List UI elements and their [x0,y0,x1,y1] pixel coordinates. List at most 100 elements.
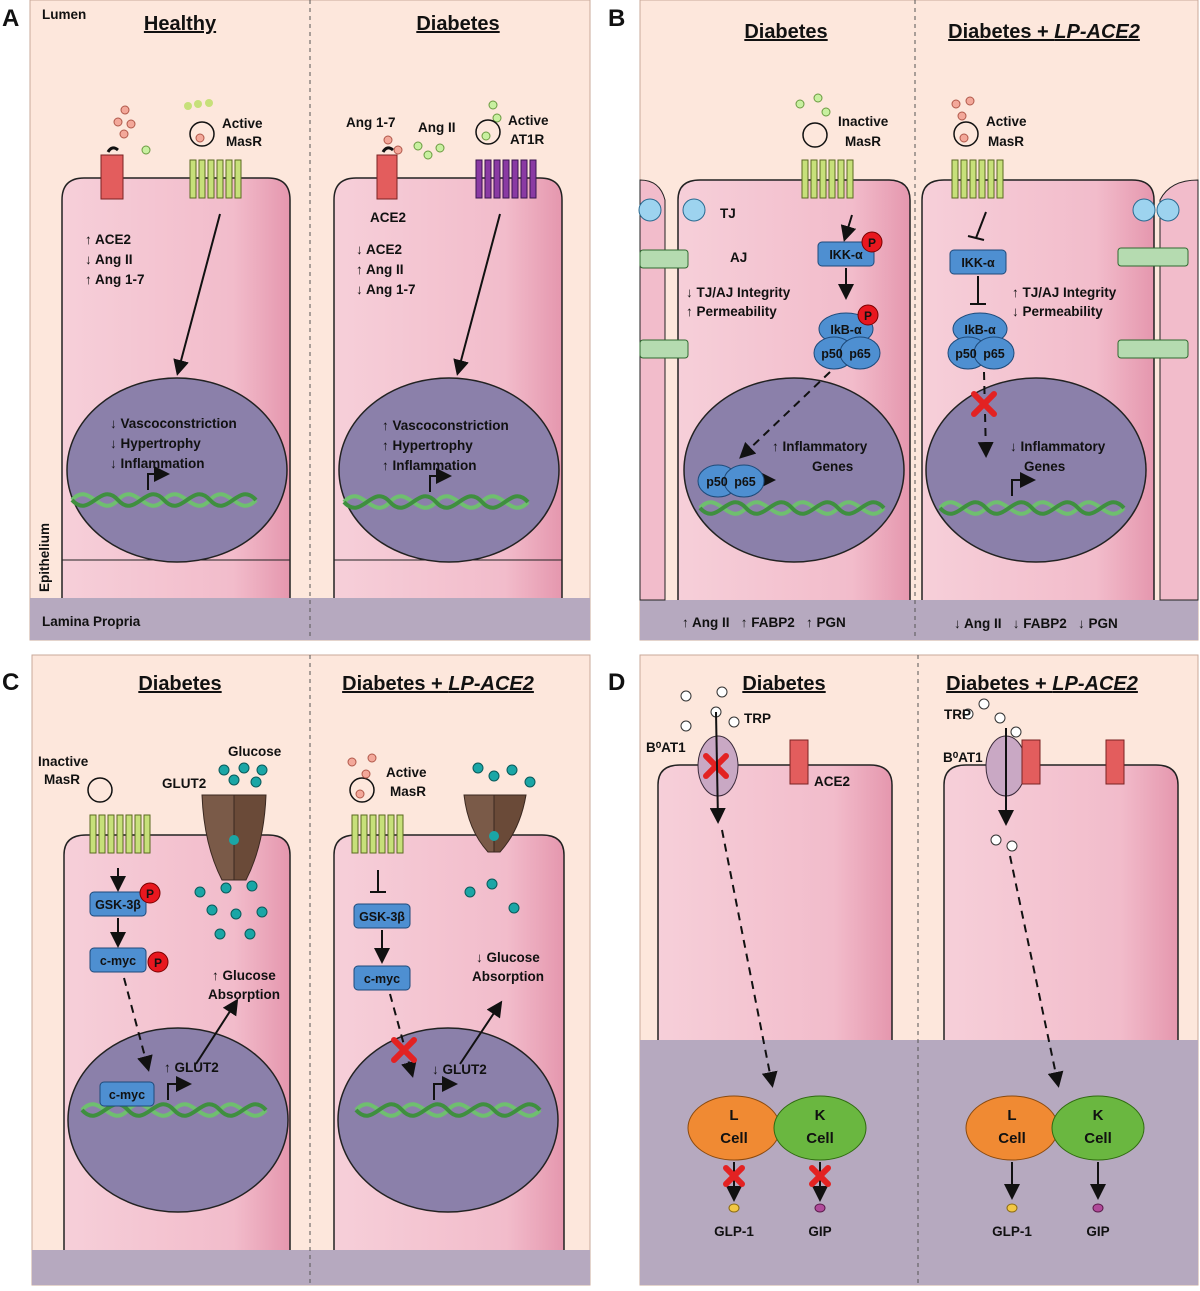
masr-receptor [87,777,151,854]
glucose-label: Glucose [228,744,282,759]
b-left-receptor-1: Inactive [838,114,889,129]
d-right-glp1: GLP-1 [992,1224,1032,1239]
inhibition-x-mark [971,391,997,417]
nuc-p50-label: p50 [706,475,728,489]
phospho-badge [139,882,161,904]
at1r-receptor [475,119,537,199]
ace2-enzyme [1021,739,1041,785]
adherens-junction [639,247,1189,359]
glut2-transporter [201,794,267,881]
panel-d-right-title: Diabetes + LP-ACE2 [946,673,1138,695]
nuclear-p50-p65 [697,464,765,498]
l-cell [965,1095,1059,1161]
phospho-badge [857,304,879,326]
panel-b-left-title: Diabetes [744,21,827,43]
phospho-label-2: P [864,309,872,323]
b-right-receptor-1: Active [986,114,1027,129]
panel-a-diabetes-cell [333,177,563,598]
l-cell [687,1095,781,1161]
k-cell [1051,1095,1145,1161]
a-right-nuc-2: ↑ Hypertrophy [382,438,473,453]
a-left-nuc-1: ↓ Vascoconstriction [110,416,237,431]
ikka-label: IKK-α [829,248,863,262]
inhibition-x-mark [391,1037,417,1063]
p65-label: p65 [849,347,871,361]
glut2-transporter [463,794,527,853]
c-left-absorption-1: ↑ Glucose [212,968,276,983]
glp1-granule [1006,1203,1018,1213]
c-right-receptor-2: MasR [390,784,426,799]
ikba-label: IkB-α [830,323,862,337]
b-left-change-2: ↑ Permeability [686,304,777,319]
a-left-change-2: ↓ Ang II [85,252,133,267]
a-right-nuc-3: ↑ Inflammation [382,458,477,473]
b-left-change-1: ↓ TJ/AJ Integrity [686,285,791,300]
c-nuc-cmyc-label: c-myc [109,1088,145,1102]
lamina-propria-label: Lamina Propria [42,614,141,629]
panel-d-letter: D [608,669,625,696]
d-right-kcell-2: Cell [1084,1130,1112,1147]
panel-a-healthy-cell [61,177,291,598]
glut2-label: GLUT2 [162,776,206,791]
a-right-change-3: ↓ Ang 1-7 [356,282,416,297]
panel-a-letter: A [2,5,19,32]
c-left-gsk-label: GSK-3β [95,898,141,912]
c-right-absorption-2: Absorption [472,969,544,984]
nucleus [925,377,1147,563]
ace2-enzyme [376,154,398,200]
gip-granule [814,1203,826,1213]
ikka-box [949,249,1007,275]
panel-a: A Lumen Healthy Diabetes Lamina Propria … [2,0,591,641]
c-right-absorption-1: ↓ Glucose [476,950,540,965]
panel-d-left-title: Diabetes [742,673,825,695]
ang17-label: Ang 1-7 [346,115,396,130]
b-right-change-2: ↓ Permeability [1012,304,1103,319]
ang2-label: Ang II [418,120,456,135]
glp1-granule [728,1203,740,1213]
d-right-kcell-1: K [1093,1107,1104,1124]
d-ace2-label: ACE2 [814,774,850,789]
glucose-molecules [464,762,536,914]
cmyc-box [89,947,147,973]
at1r-label-1: Active [508,113,549,128]
c-right-receptor-1: Active [386,765,427,780]
k-cell [773,1095,867,1161]
nuc-cmyc-box [99,1081,155,1107]
ace2-enzyme [100,154,124,200]
masr-receptor [347,753,404,854]
ang-molecules [383,100,502,160]
d-left-trp-label: TRP [744,711,771,726]
ace2-enzyme [789,739,809,785]
phospho-badge [147,951,169,973]
at1r-label-2: AT1R [510,132,545,147]
nuc-p65-label: p65 [734,475,756,489]
d-left-gip: GIP [808,1224,831,1239]
p50-label: p50 [821,347,843,361]
b-right-genes-2: Genes [1024,459,1065,474]
ang-molecules [113,105,151,155]
b-right-ikka-label: IKK-α [961,256,995,270]
d-right-gip: GIP [1086,1224,1109,1239]
d-left-lcell-1: L [729,1107,738,1124]
b-right-p65-label: p65 [983,347,1005,361]
d-right-lcell-1: L [1007,1107,1016,1124]
masr-receptor [795,93,854,199]
panel-b: B Diabetes Diabetes + LP-ACE2 [608,0,1199,641]
b-right-receptor-2: MasR [988,134,1024,149]
b-right-change-1: ↑ TJ/AJ Integrity [1012,285,1117,300]
cmyc-box [353,965,411,991]
panel-b-right-title: Diabetes + LP-ACE2 [948,21,1140,43]
panel-c-letter: C [2,669,19,696]
d-left-kcell-1: K [815,1107,826,1124]
a-left-nuc-3: ↓ Inflammation [110,456,205,471]
ikba-p50-p65-complex [947,312,1015,370]
panel-c-left-title: Diabetes [138,673,221,695]
phospho-label: P [868,236,876,250]
gip-granule [1092,1203,1104,1213]
ace2-enzyme [1105,739,1125,785]
b-right-genes-1: ↓ Inflammatory [1010,439,1106,454]
epithelium-label: Epithelium [37,523,52,592]
a-right-nuc-1: ↑ Vascoconstriction [382,418,509,433]
panel-c: C Diabetes Diabetes + LP-ACE2 Inactive M… [2,654,591,1286]
